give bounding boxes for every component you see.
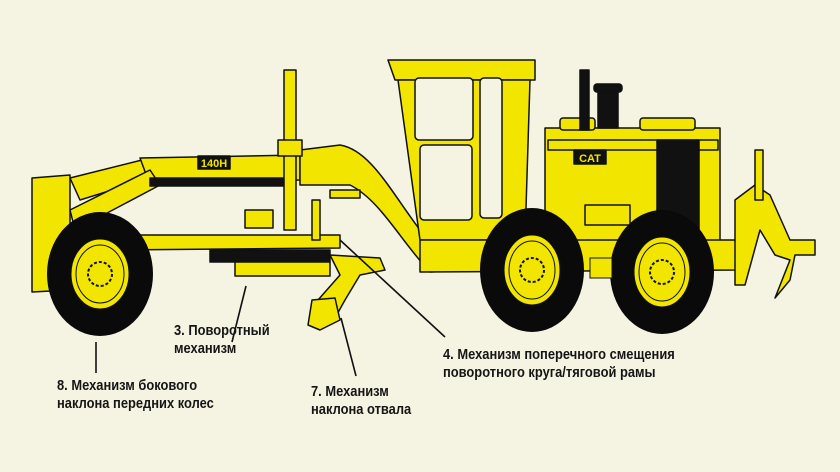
cab-window-front bbox=[414, 77, 474, 141]
leader-line-7 bbox=[340, 317, 357, 377]
model-badge: 140H bbox=[201, 158, 227, 170]
front-wheel bbox=[47, 212, 153, 336]
air-intake bbox=[597, 87, 619, 129]
rear-wheel bbox=[610, 210, 714, 334]
model-badge-plate bbox=[197, 155, 231, 170]
leader-line-3 bbox=[231, 285, 247, 343]
middle-wheel bbox=[480, 208, 584, 332]
label-3-swing-mechanism: 3. Поворотный механизм bbox=[174, 322, 270, 358]
label-3-line2: механизм bbox=[174, 340, 237, 357]
cab-roof bbox=[387, 59, 536, 81]
label-8-line1: 8. Механизм бокового bbox=[57, 377, 198, 394]
label-4-line2: поворотного круга/тяговой рамы bbox=[443, 364, 656, 381]
exhaust-stack bbox=[579, 69, 590, 131]
label-7-line2: наклона отвала bbox=[311, 401, 412, 418]
label-3-line1: 3. Поворотный bbox=[174, 322, 270, 339]
label-4-line1: 4. Механизм поперечного смещения bbox=[443, 346, 675, 363]
brand-badge: CAT bbox=[579, 153, 601, 165]
label-4-circle-sideshift: 4. Механизм поперечного смещения поворот… bbox=[443, 346, 675, 382]
blade bbox=[307, 297, 341, 331]
label-7-line1: 7. Механизм bbox=[311, 383, 389, 400]
cab-window-door bbox=[479, 77, 503, 219]
brand-badge-plate bbox=[573, 149, 607, 165]
label-8-wheel-lean: 8. Механизм бокового наклона передних ко… bbox=[57, 377, 214, 413]
ripper bbox=[734, 184, 816, 299]
label-7-blade-tip: 7. Механизм наклона отвала bbox=[311, 383, 411, 419]
label-8-line2: наклона передних колес bbox=[57, 395, 214, 412]
leader-line-4 bbox=[339, 239, 446, 338]
drawbar bbox=[119, 234, 341, 251]
